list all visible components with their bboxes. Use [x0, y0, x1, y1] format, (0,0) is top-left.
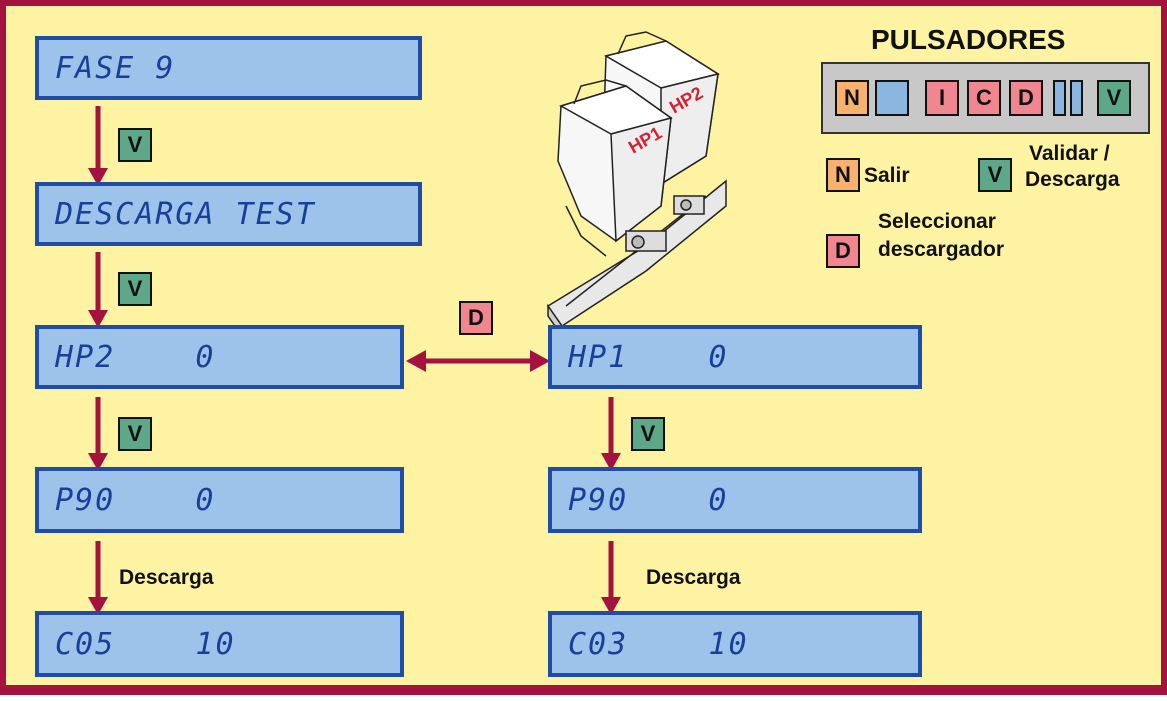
button-panel: N I C D V [821, 62, 1150, 134]
lcd-p90-left: P90 0 [35, 467, 404, 533]
legend-seleccionar-line2: descargador [878, 238, 1005, 261]
panel-key-blank [875, 80, 909, 116]
key-v-step2: V [118, 272, 152, 306]
panel-key-slim-1 [1053, 80, 1066, 116]
panel-key-v: V [1097, 80, 1131, 116]
arrows-layer: HP1 HP2 [88, 31, 727, 615]
legend-key-d: D [826, 234, 860, 268]
legend-key-v: V [978, 158, 1012, 192]
key-d-toggle: D [459, 301, 493, 335]
flow-label-descarga-left: Descarga [119, 566, 214, 589]
lcd-c05: C05 10 [35, 611, 404, 677]
legend-validar-line1: Validar / [1029, 142, 1110, 165]
panel-key-d: D [1009, 80, 1043, 116]
lcd-c03: C03 10 [548, 611, 922, 677]
lcd-fase: FASE 9 [35, 36, 422, 100]
key-v-step3-left: V [118, 417, 152, 451]
lcd-hp1: HP1 0 [548, 325, 922, 389]
hopper-illustration [546, 31, 727, 339]
panel-key-n: N [835, 80, 869, 116]
key-v-step3-right: V [631, 417, 665, 451]
lcd-p90-right: P90 0 [548, 467, 922, 533]
legend-key-n: N [826, 158, 860, 192]
flow-label-descarga-right: Descarga [646, 566, 741, 589]
legend-seleccionar-line1: Seleccionar [878, 210, 996, 233]
lcd-descarga-test: DESCARGA TEST [35, 182, 422, 246]
key-v-step1: V [118, 128, 152, 162]
panel-key-i: I [925, 80, 959, 116]
pulsadores-title: PULSADORES [871, 24, 1066, 55]
lcd-hp2: HP2 0 [35, 325, 404, 389]
panel-key-c: C [967, 80, 1001, 116]
panel-key-slim-2 [1070, 80, 1083, 116]
legend-validar-line2: Descarga [1025, 168, 1120, 191]
legend-salir: Salir [864, 164, 910, 187]
